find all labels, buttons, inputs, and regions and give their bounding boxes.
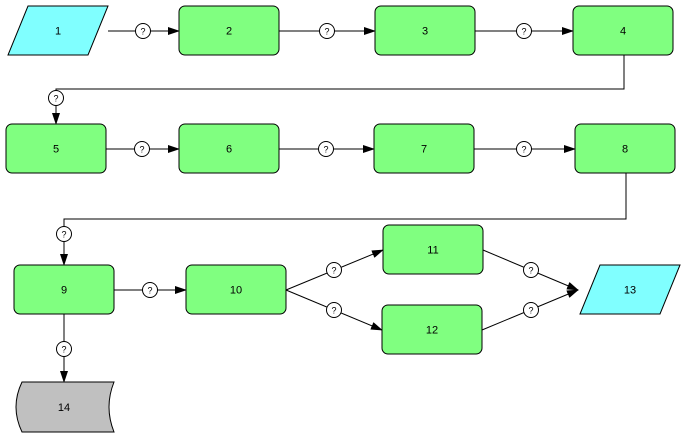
condition-label: ? (521, 145, 526, 155)
node-label: 11 (427, 245, 438, 257)
node-4[interactable]: 4 (572, 5, 674, 56)
node-label: 10 (230, 285, 242, 297)
process-box (381, 304, 483, 355)
condition-label: ? (139, 145, 144, 155)
condition-label: ? (140, 27, 145, 37)
process-box (572, 5, 674, 56)
node-3[interactable]: 3 (374, 5, 476, 56)
node-label: 8 (622, 144, 628, 156)
process-box (5, 123, 107, 174)
condition-marker (516, 23, 532, 39)
node-10[interactable]: 10 (185, 264, 287, 315)
node-9[interactable]: 9 (13, 264, 115, 315)
connector-line (52, 55, 625, 125)
condition-label: ? (61, 345, 66, 355)
condition-marker (134, 141, 150, 157)
io-parallelogram (579, 264, 681, 315)
edge-4-to-5: ? (48, 55, 625, 125)
condition-marker (523, 302, 539, 318)
node-label: 3 (422, 26, 428, 38)
node-14[interactable]: 14 (15, 381, 115, 433)
edge-10-to-11: ? (285, 249, 384, 291)
edge-11-to-13: ? (482, 249, 579, 291)
condition-label: ? (521, 27, 526, 37)
condition-marker (523, 262, 539, 278)
node-label: 5 (53, 144, 59, 156)
condition-label: ? (331, 306, 336, 316)
condition-label: ? (528, 306, 533, 316)
node-2[interactable]: 2 (178, 5, 280, 56)
condition-label: ? (147, 286, 152, 296)
node-7[interactable]: 7 (373, 123, 475, 174)
condition-label: ? (323, 145, 328, 155)
node-1[interactable]: 1 (7, 5, 109, 56)
node-5[interactable]: 5 (5, 123, 107, 174)
process-box (374, 5, 476, 56)
edge-1-to-2: ? (108, 23, 180, 39)
edge-9-to-10: ? (114, 282, 187, 298)
condition-marker (326, 262, 342, 278)
process-box (574, 123, 676, 174)
edge-6-to-7: ? (279, 141, 375, 157)
process-box (382, 224, 484, 275)
node-label: 4 (620, 26, 626, 38)
process-box (185, 264, 287, 315)
process-box (13, 264, 115, 315)
node-13[interactable]: 13 (579, 264, 681, 315)
condition-marker (142, 282, 158, 298)
process-box (178, 5, 280, 56)
condition-label: ? (528, 266, 533, 276)
condition-marker (56, 341, 72, 357)
condition-marker (48, 90, 64, 106)
node-label: 14 (58, 402, 70, 414)
io-parallelogram (7, 5, 109, 56)
condition-marker (56, 226, 72, 242)
node-label: 1 (55, 26, 61, 38)
edge-10-to-12: ? (285, 289, 383, 331)
node-11[interactable]: 11 (382, 224, 484, 275)
condition-marker (319, 23, 335, 39)
node-label: 13 (624, 285, 636, 297)
condition-label: ? (331, 266, 336, 276)
connector-line (60, 173, 627, 266)
node-label: 7 (421, 144, 427, 156)
node-label: 9 (61, 285, 67, 297)
condition-marker (135, 23, 151, 39)
condition-marker (318, 141, 334, 157)
condition-marker (326, 302, 342, 318)
condition-marker (516, 141, 532, 157)
storage-shape (15, 381, 115, 433)
node-12[interactable]: 12 (381, 304, 483, 355)
edges-layer: ?????????????? (48, 23, 627, 383)
edge-12-to-13: ? (481, 289, 579, 331)
node-label: 6 (226, 144, 232, 156)
edge-2-to-3: ? (279, 23, 376, 39)
edge-7-to-8: ? (474, 141, 576, 157)
node-label: 12 (426, 325, 438, 337)
edge-3-to-4: ? (475, 23, 574, 39)
process-box (178, 123, 280, 174)
edge-9-to-14: ? (56, 314, 72, 383)
node-label: 2 (226, 26, 232, 38)
edge-5-to-6: ? (106, 141, 180, 157)
edge-8-to-9: ? (56, 173, 627, 266)
node-8[interactable]: 8 (574, 123, 676, 174)
process-box (373, 123, 475, 174)
condition-label: ? (61, 230, 66, 240)
condition-label: ? (53, 94, 58, 104)
condition-label: ? (324, 27, 329, 37)
node-6[interactable]: 6 (178, 123, 280, 174)
